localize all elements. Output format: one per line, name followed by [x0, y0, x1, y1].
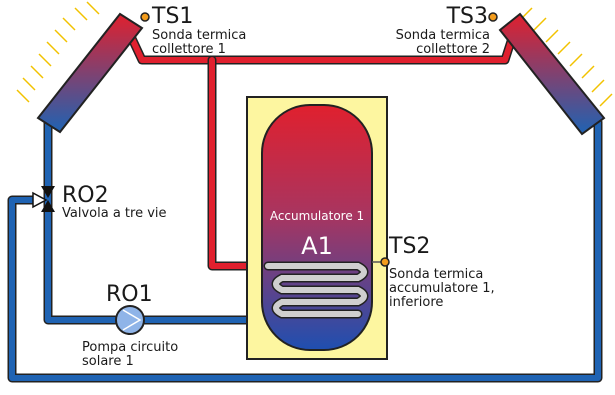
sensor-ts1-desc-line2: collettore 1 [152, 42, 226, 57]
valve-tag: RO2 [62, 183, 109, 208]
pump-desc-line2: solare 1 [82, 354, 134, 369]
pump-desc-line1: Pompa circuito [82, 340, 179, 355]
collector-panel-icon [498, 12, 606, 136]
sensor-ts2-tag: TS2 [389, 234, 431, 259]
sensor-ts2-desc-line3: inferiore [389, 295, 444, 310]
sensor-ts3-desc-line2: collettore 2 [416, 42, 490, 57]
sensor-ts3-desc-line1: Sonda termica [395, 28, 490, 43]
sensor-dot-icon [140, 12, 150, 22]
pump-icon [115, 305, 145, 335]
tank-title: Accumulatore 1 [269, 209, 365, 223]
sensor-ts2-desc-line2: accumulatore 1, [389, 281, 495, 296]
tank-id: A1 [301, 232, 333, 260]
sensor-dot-icon [380, 257, 390, 267]
cold-return-pipe [7, 113, 603, 383]
sensor-ts2-desc-line1: Sonda termica [389, 267, 484, 282]
sensor-dot-icon [488, 12, 498, 22]
sun-rays-icon [16, 1, 100, 103]
storage-tank [246, 96, 388, 360]
sensor-ts3-tag: TS3 [446, 4, 488, 29]
collector-panel-icon [36, 12, 144, 134]
pump-tag: RO1 [106, 282, 153, 307]
heat-exchanger-coil-icon [263, 261, 369, 319]
sensor-ts1-tag: TS1 [152, 4, 194, 29]
valve-desc: Valvola a tre vie [62, 206, 167, 221]
three-way-valve-icon [32, 186, 55, 212]
sensor-ts1-desc-line1: Sonda termica [152, 28, 247, 43]
